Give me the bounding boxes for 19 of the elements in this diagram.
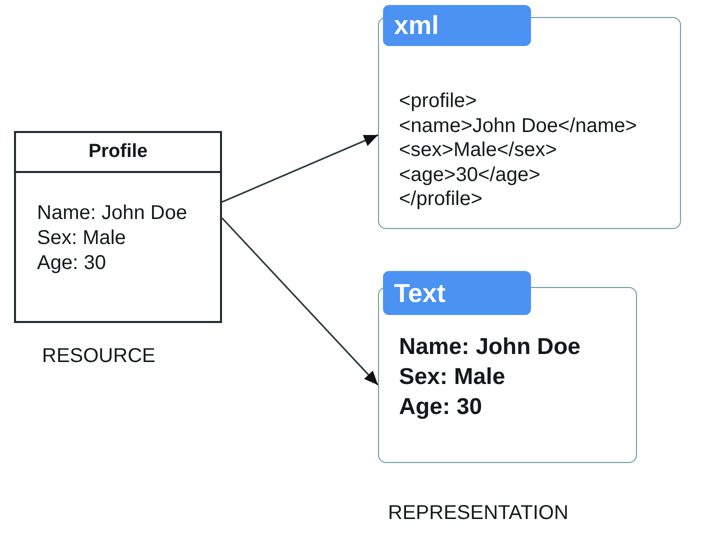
code-line: <name>John Doe</name> [399, 114, 637, 138]
caption-text: REPRESENTATION [388, 501, 568, 525]
field-text: Sex: Male [399, 362, 506, 391]
field-text: Age: 30 [37, 251, 107, 276]
field-text: Age: 30 [399, 392, 484, 421]
field-text: Name: John Doe [37, 201, 188, 226]
arrow [222, 134, 378, 203]
field-text: Name: John Doe [399, 332, 580, 361]
code-line: <age>30</age> [399, 162, 542, 187]
tab-title: Text [383, 271, 531, 315]
code-line: </profile> [399, 187, 484, 212]
code-line: <sex>Male</sex> [399, 138, 558, 162]
class-box [14, 131, 222, 323]
caption-text: RESOURCE [42, 344, 156, 368]
class-title: Profile [16, 133, 220, 173]
tab-title: xml [383, 5, 531, 46]
code-line: <profile> [399, 89, 478, 114]
field-text: Sex: Male [37, 226, 127, 251]
arrow [221, 217, 379, 386]
